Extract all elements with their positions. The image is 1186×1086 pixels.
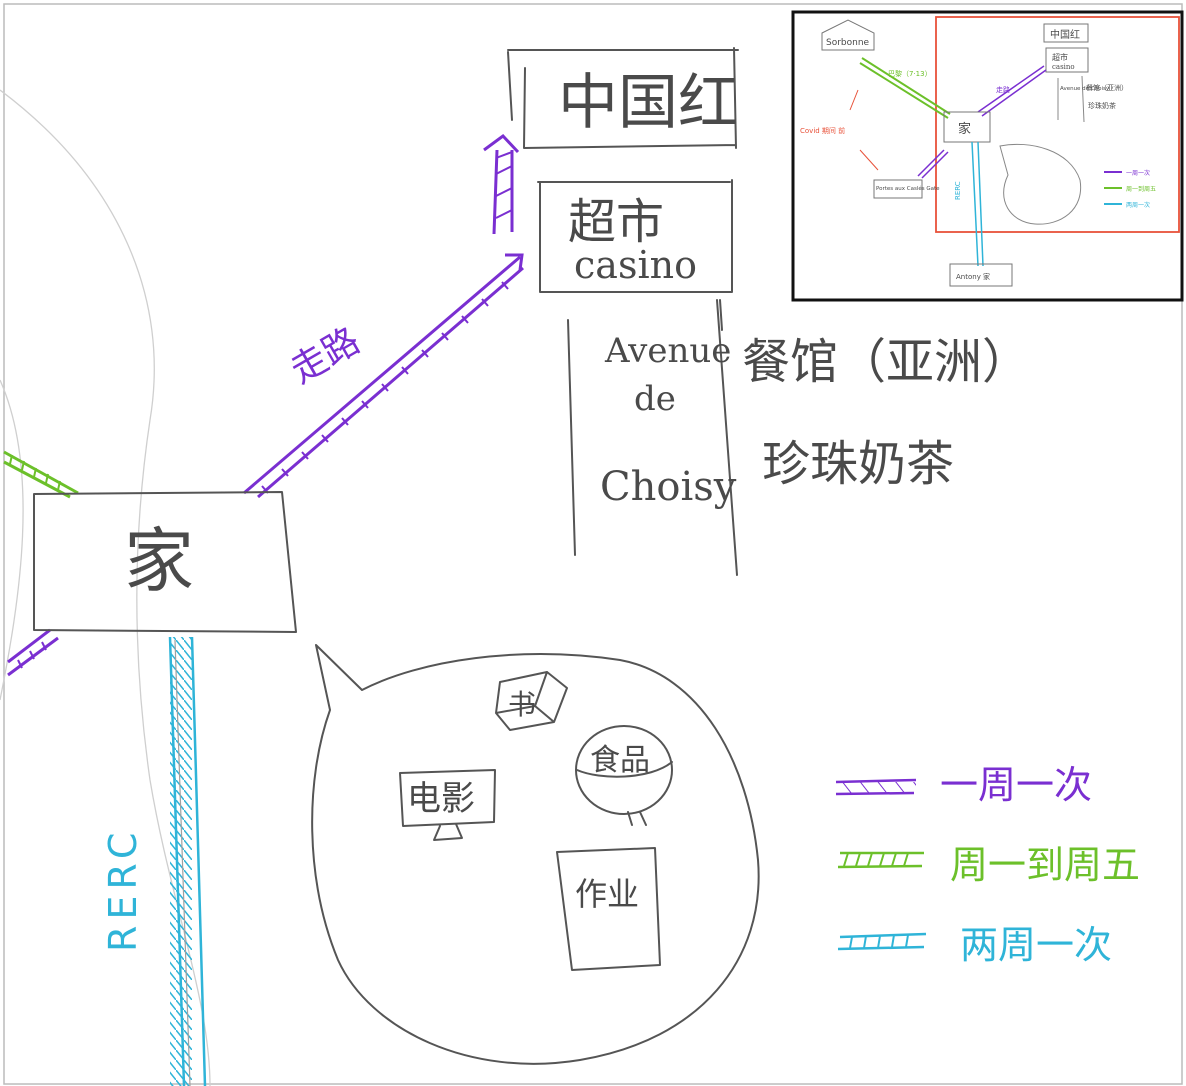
thumb-legend-2: 周一到周五 <box>1126 186 1156 193</box>
movie-label: 电影 <box>407 779 475 819</box>
legend-label-weekly: 一周一次 <box>940 763 1092 807</box>
overview-thumbnail: Sorbonne 巴黎（7·13） Covid 期间 前 Portes aux … <box>791 10 1184 302</box>
legend: 一周一次 周一到周五 两周一次 <box>835 763 1140 967</box>
thumb-bottom: Antony 家 <box>956 272 990 281</box>
thumb-restaurant: 餐馆（亚洲） <box>1086 83 1128 92</box>
homework-icon: 作业 <box>556 847 661 971</box>
food-label: 食品 <box>590 743 650 778</box>
thumb-portes: Portes aux Caslés Gate <box>876 185 940 192</box>
legend-label-weekdays: 周一到周五 <box>950 843 1140 887</box>
purple-route-stub <box>7 628 59 677</box>
supermarket-box: 超市 casino <box>537 179 733 293</box>
movie-screen-icon: 电影 <box>399 769 496 841</box>
legend-item-weekly: 一周一次 <box>835 763 1092 807</box>
supermarket-cn-label: 超市 <box>568 194 664 250</box>
thought-bubble <box>311 644 760 1065</box>
home-label: 家 <box>124 520 194 602</box>
book-label: 书 <box>508 688 536 721</box>
home-box: 家 <box>33 491 297 633</box>
legend-item-biweekly: 两周一次 <box>837 923 1112 967</box>
thumb-sorbonne: Sorbonne <box>826 38 870 48</box>
legend-item-weekdays: 周一到周五 <box>837 843 1140 887</box>
book-icon: 书 <box>495 671 568 731</box>
legend-label-biweekly: 两周一次 <box>960 923 1112 967</box>
avenue-line3: Choisy <box>600 464 737 510</box>
avenue-de-choisy: Avenue de Choisy 餐馆（亚洲） 珍珠奶茶 <box>567 299 1030 576</box>
thumb-walk-label: 走路 <box>996 85 1010 94</box>
avenue-line1: Avenue <box>604 331 731 371</box>
rer-route <box>168 636 207 1086</box>
supermarket-en-label: casino <box>574 243 697 287</box>
thumb-covid-note: Covid 期间 前 <box>800 126 845 135</box>
thumb-avenue: Avenue de Choisy <box>1060 86 1110 92</box>
thumb-legend-1: 一周一次 <box>1126 169 1150 177</box>
page-border <box>3 3 1183 1085</box>
avenue-line2: de <box>634 379 676 419</box>
ladder-route <box>483 134 520 235</box>
thumb-legend-3: 两周一次 <box>1126 201 1150 209</box>
rer-label: RERC <box>101 827 145 952</box>
thumb-supermarket-en: casino <box>1052 63 1075 71</box>
thumb-supermarket-cn: 超市 <box>1052 52 1068 62</box>
thumb-green-route: 巴黎（7·13） <box>888 69 932 78</box>
homework-label: 作业 <box>575 875 639 913</box>
walk-label: 走路 <box>284 320 367 392</box>
zhongguohong-box: 中国红 <box>507 47 739 149</box>
restaurant-label: 餐馆（亚洲） <box>742 334 1030 390</box>
thumbnail-highlight-frame <box>935 16 1180 233</box>
thumb-bubble-tea: 珍珠奶茶 <box>1088 101 1116 110</box>
walk-route <box>243 253 524 499</box>
food-bowl-icon: 食品 <box>575 725 673 826</box>
green-route-stub <box>3 450 79 499</box>
thumb-home: 家 <box>958 121 971 137</box>
background-curve-left <box>0 379 24 701</box>
zhongguohong-label: 中国红 <box>558 68 738 138</box>
bubble-tea-label: 珍珠奶茶 <box>762 436 954 492</box>
thumb-rer-label: RERC <box>954 181 962 200</box>
thumb-zhongguohong: 中国红 <box>1050 28 1080 41</box>
